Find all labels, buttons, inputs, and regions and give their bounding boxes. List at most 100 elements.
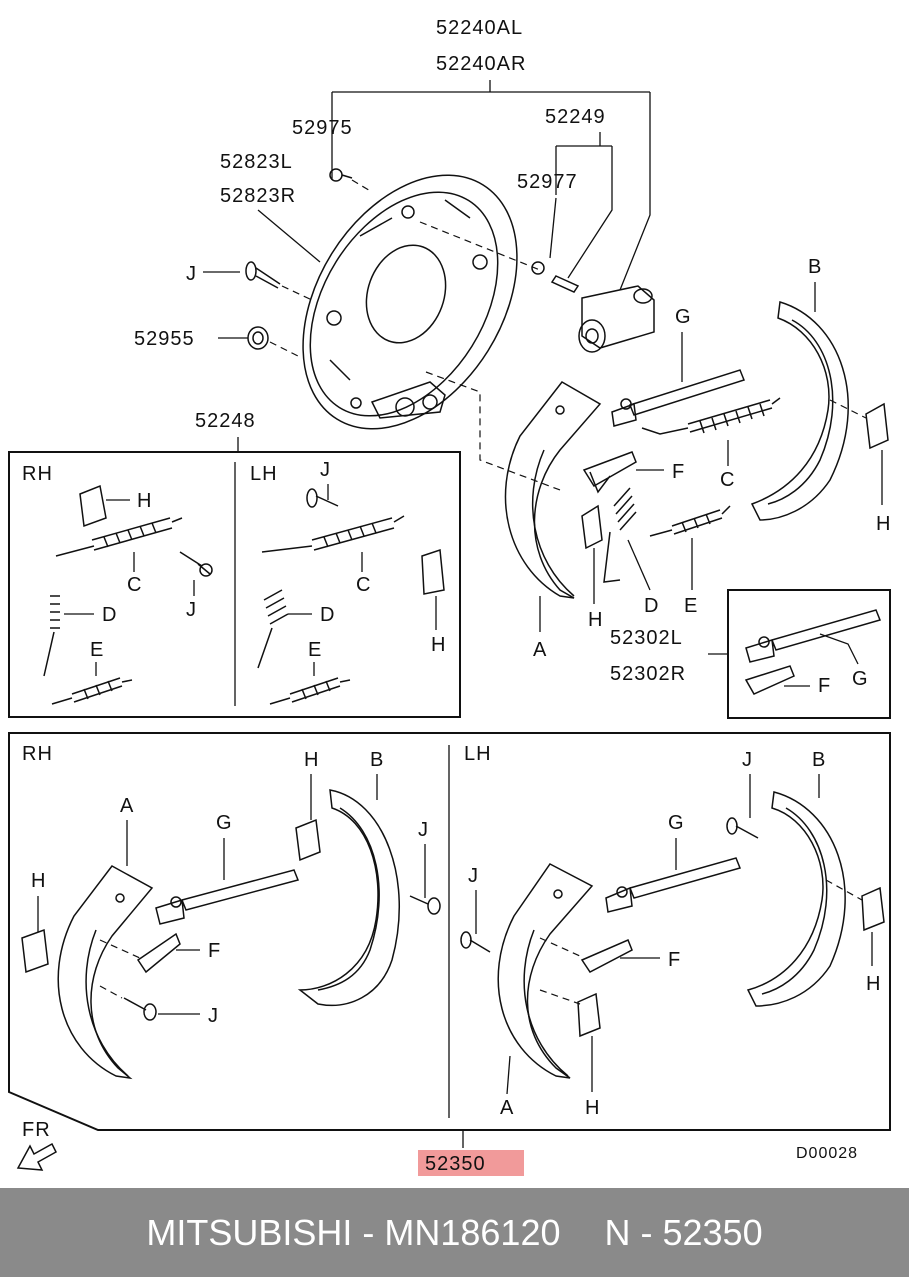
shoe-a-dashline xyxy=(425,371,561,491)
callout-52302l: 52302L xyxy=(610,627,683,649)
label-d-top: D xyxy=(644,595,659,617)
shoe-rh-pin-j2 xyxy=(409,895,441,915)
shoe-lh-dashlines xyxy=(539,937,581,1005)
shoe-rh-label-f: F xyxy=(208,940,221,962)
kit-lh-label-d: D xyxy=(320,604,335,626)
kit-rh-spring-d xyxy=(43,595,60,677)
callout-52248: 52248 xyxy=(195,410,256,432)
backing-plate xyxy=(302,174,518,430)
shoe-rh-adjuster-g xyxy=(155,869,300,925)
drawing-number: D00028 xyxy=(796,1145,858,1162)
shoe-rh-label-h: H xyxy=(31,870,46,892)
shoe-rh-shoe-a xyxy=(57,865,154,1080)
callout-52823l: 52823L xyxy=(220,151,293,173)
spring-e-top xyxy=(649,505,731,537)
wheel-cylinder xyxy=(578,285,655,353)
shoe-lh-label-g: G xyxy=(668,812,685,834)
cylinder-dashline xyxy=(419,221,541,271)
bleeder-leader xyxy=(549,197,557,259)
adjuster-label-f: F xyxy=(818,675,831,697)
callout-52823r: 52823R xyxy=(220,185,296,207)
callout-52350-highlight xyxy=(418,1150,524,1176)
plate-leader xyxy=(257,209,321,263)
reference-number: N - 52350 xyxy=(604,1211,763,1253)
pin-j-top xyxy=(245,261,281,289)
callout-52302r: 52302R xyxy=(610,663,686,685)
shoe-a-top xyxy=(504,381,602,599)
kit-rh-label-d: D xyxy=(102,604,117,626)
label-h-top: H xyxy=(588,609,603,631)
shoe-lh-a-leader xyxy=(506,1055,511,1095)
kit-rh-label-c: C xyxy=(127,574,142,596)
label-h-top-right: H xyxy=(876,513,891,535)
kit-rh-label-j: J xyxy=(186,599,197,621)
assy-leader xyxy=(331,80,651,291)
kit-rh-label-e: E xyxy=(90,639,104,661)
shoe-kit-box xyxy=(8,732,891,1131)
plug-dashline xyxy=(269,341,299,357)
shoe-rh-label-j2: J xyxy=(418,819,429,841)
bleeder-52977 xyxy=(531,261,545,275)
front-marker-label: FR xyxy=(22,1119,51,1141)
shoe-lh-lever-f xyxy=(580,939,633,973)
shoe-b-top xyxy=(750,301,849,521)
clip-h-top xyxy=(581,504,603,550)
front-arrow-icon xyxy=(16,1142,57,1171)
kit-lh-spring-e xyxy=(269,677,351,705)
kit-rh-label-h: H xyxy=(137,490,152,512)
shoe-lh-label-b: B xyxy=(812,749,826,771)
bolt-52975 xyxy=(329,168,353,182)
shoe-rh-label-a: A xyxy=(120,795,134,817)
shoe-lh-label-h: H xyxy=(585,1097,600,1119)
callout-52975: 52975 xyxy=(292,117,353,139)
shoe-lh-clip-h2 xyxy=(861,886,885,932)
shoe-rh-label: RH xyxy=(22,743,53,765)
shoe-lh-shoe-b xyxy=(746,791,846,1007)
shoe-rh-label-h2: H xyxy=(304,749,319,771)
shoe-rh-label-b: B xyxy=(370,749,384,771)
kit-lh-pin-j xyxy=(306,488,339,508)
shoe-lh-b-dashline xyxy=(825,879,863,901)
clip-h-top-right xyxy=(865,402,889,450)
shoe-rh-shoe-b xyxy=(297,789,400,1007)
brand-part-number: MITSUBISHI - MN186120 xyxy=(146,1211,561,1253)
shoe-rh-lever-f xyxy=(136,932,181,974)
kit-lh-label-h: H xyxy=(431,634,446,656)
lever-f-top xyxy=(582,451,637,494)
label-j-top: J xyxy=(186,263,197,285)
shoe-lh-label-j2: J xyxy=(742,749,753,771)
shoe-lh-label-h2: H xyxy=(866,973,881,995)
shoe-rh-clip-h2 xyxy=(295,818,321,862)
spring-d-top xyxy=(603,487,637,583)
kit-rh-spring-e xyxy=(51,677,133,705)
adjuster-g-leader xyxy=(819,633,859,665)
kit-lh-spring-c xyxy=(261,515,405,553)
adjuster-f-box xyxy=(744,665,795,695)
callout-52249: 52249 xyxy=(545,106,606,128)
callout-52977: 52977 xyxy=(517,171,578,193)
shoe-lh-label-j: J xyxy=(468,865,479,887)
callout-52955: 52955 xyxy=(134,328,195,350)
shoe-rh-clip-h xyxy=(21,928,49,974)
kit-rh-pin-j xyxy=(179,551,213,577)
adjuster-g-box xyxy=(745,609,882,663)
shoe-lh-pin-j xyxy=(460,931,491,953)
kit-rh-spring-c xyxy=(55,517,183,557)
adjuster-g-top xyxy=(611,369,745,427)
part-info-bar: MITSUBISHI - MN186120 N - 52350 xyxy=(0,1188,909,1277)
kit-lh-label-j: J xyxy=(320,459,331,481)
shoe-lh-label-a: A xyxy=(500,1097,514,1119)
spring-kit-box xyxy=(8,451,461,718)
cylinder-kit-leader xyxy=(555,132,613,279)
shoe-lh-shoe-a xyxy=(497,863,594,1079)
adjuster-box xyxy=(727,589,891,719)
shoe-lh-label-f: F xyxy=(668,949,681,971)
shoe-rh-label-g: G xyxy=(216,812,233,834)
kit-lh-label-e: E xyxy=(308,639,322,661)
label-c-top: C xyxy=(720,469,735,491)
parts-diagram: 52240AL 52240AR 52975 52823L 52823R 5224… xyxy=(8,17,891,1176)
callout-52240al: 52240AL xyxy=(436,17,523,39)
kit-lh-clip-h xyxy=(421,548,445,595)
label-b-top: B xyxy=(808,256,822,278)
label-g-top: G xyxy=(675,306,692,328)
